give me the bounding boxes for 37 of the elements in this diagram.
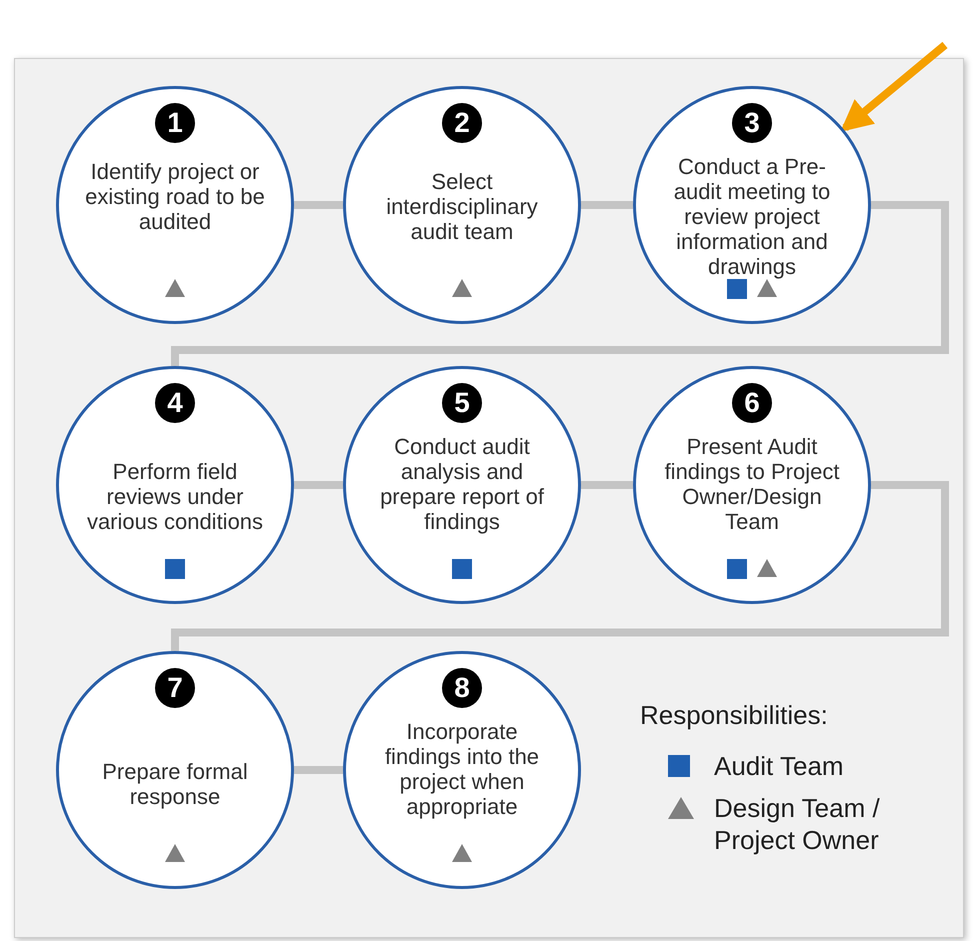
triangle-icon bbox=[757, 279, 777, 297]
step-text: Perform field reviews under various conditions bbox=[86, 459, 264, 534]
step-number: 7 bbox=[155, 668, 195, 708]
triangle-icon bbox=[757, 559, 777, 577]
connector bbox=[171, 201, 949, 366]
step-number: 1 bbox=[155, 103, 195, 143]
connector bbox=[171, 481, 949, 651]
step-text: Prepare formal response bbox=[101, 759, 249, 809]
square-icon bbox=[727, 279, 747, 299]
step-text: Identify project or existing road to be audited bbox=[84, 159, 266, 234]
triangle-icon bbox=[452, 279, 472, 297]
connector bbox=[581, 201, 633, 209]
legend-label: Audit Team bbox=[714, 750, 845, 782]
connector bbox=[294, 766, 343, 774]
step-number: 5 bbox=[442, 383, 482, 423]
legend-title: Responsibilities: bbox=[640, 700, 828, 731]
step-number: 8 bbox=[442, 668, 482, 708]
square-icon bbox=[165, 559, 185, 579]
square-icon bbox=[452, 559, 472, 579]
legend-label: Design Team / Project Owner bbox=[714, 792, 881, 856]
step-text: Present Audit findings to Project Owner/Design Team bbox=[664, 434, 840, 534]
triangle-icon bbox=[165, 279, 185, 297]
arrow bbox=[840, 42, 948, 132]
triangle-icon bbox=[452, 844, 472, 862]
step-text: Select interdisciplinary audit team bbox=[385, 169, 539, 244]
step-number: 2 bbox=[442, 103, 482, 143]
connector bbox=[294, 481, 343, 489]
step-number: 4 bbox=[155, 383, 195, 423]
step-text: Incorporate findings into the project when appropriate bbox=[384, 719, 540, 819]
connector bbox=[581, 481, 633, 489]
square-icon bbox=[727, 559, 747, 579]
step-number: 6 bbox=[732, 383, 772, 423]
step-text: Conduct audit analysis and prepare report of findings bbox=[379, 434, 545, 534]
step-text: Conduct a Pre-audit meeting to review project information and drawings bbox=[672, 154, 832, 279]
triangle-icon bbox=[165, 844, 185, 862]
step-number: 3 bbox=[732, 103, 772, 143]
connector bbox=[294, 201, 343, 209]
